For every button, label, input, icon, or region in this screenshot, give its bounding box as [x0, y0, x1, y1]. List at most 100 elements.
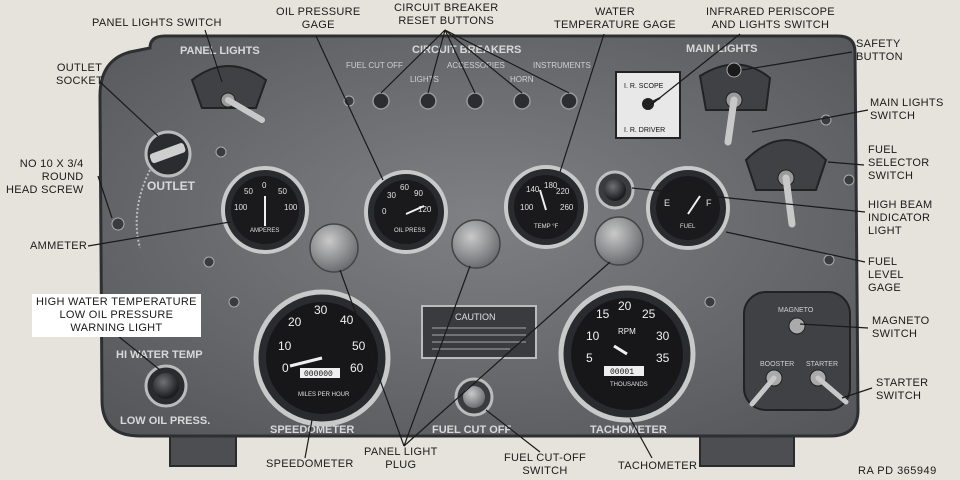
speed-face-label: MILES PER HOUR: [298, 392, 350, 398]
outlet-socket[interactable]: [135, 130, 192, 249]
breaker-button[interactable]: [372, 92, 390, 110]
temp-face-label: TEMP °F: [534, 224, 559, 230]
water-temperature-gauge: 100 140 180 220 260 TEMP °F: [504, 165, 588, 249]
breaker-button[interactable]: [419, 92, 437, 110]
magneto-starter-switch[interactable]: MAGNETO BOOSTER STARTER: [743, 291, 851, 411]
panel-light-plug: [594, 216, 644, 266]
leader-lines: [87, 29, 873, 459]
speed-tick: 0: [282, 361, 289, 375]
oil-tick: 0: [382, 207, 387, 216]
mount-foot-right: [699, 435, 795, 467]
callout-infrared-periscope: INFRARED PERISCOPE AND LIGHTS SWITCH: [706, 6, 835, 31]
callout-fuel-selector-switch: FUEL SELECTOR SWITCH: [868, 144, 930, 182]
callout-outlet-socket: OUTLET SOCKET: [56, 62, 104, 87]
oil-pressure-gauge: 0 30 60 90 120 OIL PRESS: [364, 170, 448, 254]
callout-fuel-level-gage: FUEL LEVEL GAGE: [868, 256, 904, 294]
magneto-face-right: STARTER: [806, 361, 838, 368]
horn-label: HORN: [510, 75, 534, 84]
breaker-button[interactable]: [466, 92, 484, 110]
panel-screws: [111, 95, 855, 308]
fuel-cut-off-small-label: FUEL CUT OFF: [346, 61, 403, 70]
caution-title: CAUTION: [455, 312, 496, 322]
temp-tick: 180: [544, 181, 558, 190]
figure-credit: RA PD 365949: [858, 465, 937, 477]
instruments-label: INSTRUMENTS: [533, 61, 591, 70]
ir-scope-label: I. R. SCOPE: [624, 83, 664, 90]
callout-panel-lights-switch: PANEL LIGHTS SWITCH: [92, 17, 222, 29]
low-oil-press-label: LOW OIL PRESS.: [120, 415, 210, 427]
breaker-button[interactable]: [513, 92, 531, 110]
accessories-label: ACCESSORIES: [447, 61, 505, 70]
oil-face-label: OIL PRESS: [394, 228, 425, 234]
fuel-face-label: FUEL: [680, 224, 696, 230]
callout-ammeter: AMMETER: [30, 240, 88, 252]
callout-safety-button: SAFETY BUTTON: [856, 38, 903, 63]
panel-light-plug: [451, 219, 501, 269]
fuel-selector-switch[interactable]: [744, 139, 828, 228]
warning-light: [144, 364, 188, 408]
speed-tick: 40: [340, 313, 354, 327]
outlet-label: OUTLET: [147, 179, 196, 193]
panel-light-plug: [309, 223, 359, 273]
infrared-periscope-switch[interactable]: I. R. SCOPE I. R. DRIVER: [615, 71, 681, 139]
panel-lights-title: PANEL LIGHTS: [180, 45, 260, 57]
main-lights-switch[interactable]: [698, 62, 772, 146]
callout-head-screw: NO 10 X 3/4 ROUND HEAD SCREW: [6, 158, 84, 196]
caution-plate: CAUTION: [421, 305, 537, 359]
ammeter-gauge: 100 50 0 50 100 AMPERES: [221, 166, 309, 254]
tach-face-label: RPM: [618, 327, 636, 336]
callout-fuel-cutoff-switch: FUEL CUT-OFF SWITCH: [504, 452, 587, 477]
callout-high-beam-indicator: HIGH BEAM INDICATOR LIGHT: [868, 199, 933, 237]
callout-warning-light: HIGH WATER TEMPERATURE LOW OIL PRESSURE …: [32, 294, 201, 337]
tach-tick: 20: [618, 299, 632, 313]
tach-tick: 30: [656, 329, 670, 343]
speed-tick: 20: [288, 315, 302, 329]
callout-water-temperature-gage: WATER TEMPERATURE GAGE: [554, 6, 676, 31]
tachometer-gauge: 5 10 15 20 25 30 35 RPM 00001 THOUSANDS: [558, 285, 696, 423]
speed-tick: 60: [350, 361, 364, 375]
temp-tick: 100: [520, 203, 534, 212]
ammeter-tick: 0: [262, 181, 267, 190]
oil-tick: 60: [400, 183, 409, 192]
callout-magneto-switch: MAGNETO SWITCH: [872, 315, 930, 340]
callout-oil-pressure-gage: OIL PRESSURE GAGE: [276, 6, 361, 31]
circuit-breaker-buttons: [372, 92, 578, 110]
magneto-face-top: MAGNETO: [778, 307, 814, 314]
callout-panel-light-plug: PANEL LIGHT PLUG: [364, 446, 438, 471]
panel-lights-switch[interactable]: [190, 65, 268, 123]
tach-counter: 00001: [610, 368, 634, 377]
oil-tick: 120: [418, 205, 432, 214]
fuel-cut-off-panel-label: FUEL CUT OFF: [432, 424, 512, 436]
high-beam-indicator-light: [595, 170, 635, 210]
speed-tick: 30: [314, 303, 328, 317]
ammeter-tick: 50: [278, 187, 287, 196]
callout-speedometer: SPEEDOMETER: [266, 458, 354, 470]
fuel-cutoff-switch[interactable]: [454, 377, 494, 417]
ir-driver-label: I. R. DRIVER: [624, 127, 665, 134]
speed-tick: 50: [352, 339, 366, 353]
callout-circuit-breaker-reset: CIRCUIT BREAKER RESET BUTTONS: [394, 2, 499, 27]
fuel-level-gauge: E F FUEL: [646, 166, 730, 250]
mount-foot-left: [169, 435, 237, 467]
ammeter-face-label: AMPERES: [250, 228, 279, 234]
oil-tick: 90: [414, 189, 423, 198]
temp-tick: 260: [560, 203, 574, 212]
ammeter-tick: 50: [244, 187, 253, 196]
tach-tick: 5: [586, 351, 593, 365]
safety-button[interactable]: [726, 62, 742, 78]
tach-tick: 10: [586, 329, 600, 343]
tach-tick: 15: [596, 307, 610, 321]
oil-tick: 30: [387, 191, 396, 200]
hi-water-temp-label: HI WATER TEMP: [116, 349, 203, 361]
callout-starter-switch: STARTER SWITCH: [876, 377, 929, 402]
tach-sub-label: THOUSANDS: [610, 382, 648, 388]
magneto-face-left: BOOSTER: [760, 361, 794, 368]
speedometer-gauge: 10 20 30 40 50 60 0 000000 MILES PER HOU…: [253, 289, 391, 427]
tachometer-panel-label: TACHOMETER: [590, 424, 667, 436]
breaker-button[interactable]: [560, 92, 578, 110]
fuel-tick: F: [706, 198, 712, 208]
temp-tick: 140: [526, 185, 540, 194]
speed-odometer: 000000: [304, 370, 333, 379]
callout-tachometer: TACHOMETER: [618, 460, 698, 472]
